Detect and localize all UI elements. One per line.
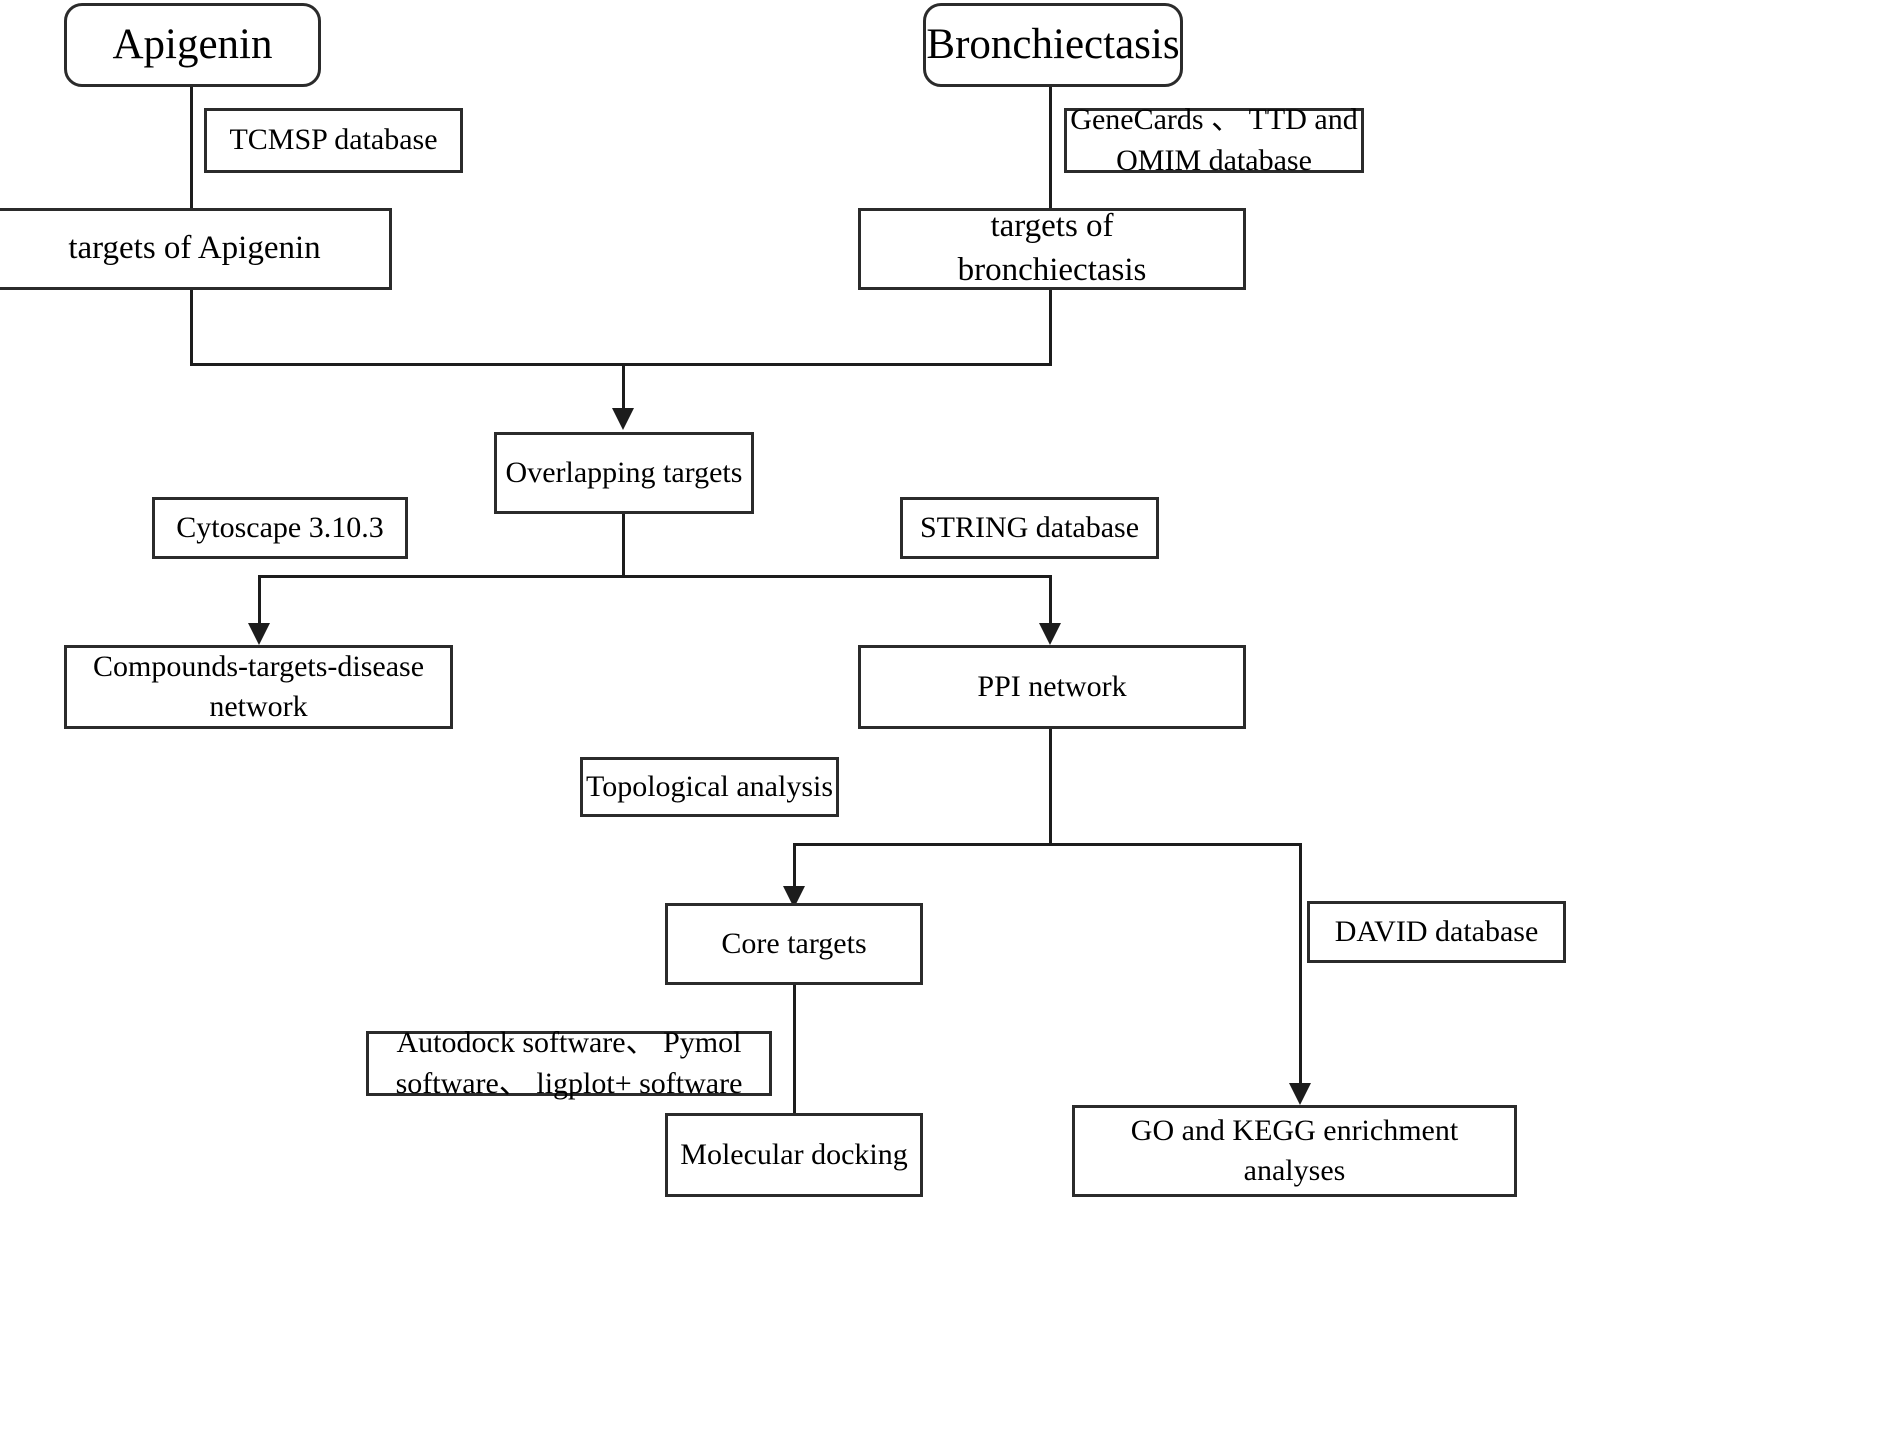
label-cytoscape-text: Cytoscape 3.10.3: [176, 510, 384, 544]
node-bronchiectasis[interactable]: Bronchiectasis: [923, 3, 1183, 87]
node-compounds-network-label: Compounds-targets-disease network: [92, 650, 425, 723]
edge-to-go-kegg: [1299, 843, 1302, 1091]
label-tcmsp-database-text: TCMSP database: [229, 123, 438, 157]
edge-to-core-targets: [793, 843, 796, 895]
label-tcmsp-database[interactable]: TCMSP database: [204, 108, 463, 173]
label-string-database[interactable]: STRING database: [900, 497, 1159, 559]
node-ppi-network[interactable]: PPI network: [858, 645, 1246, 729]
node-targets-of-apigenin-label: targets of Apigenin: [68, 230, 321, 267]
label-topological-analysis-text: Topological analysis: [585, 769, 834, 803]
node-apigenin[interactable]: Apigenin: [64, 3, 321, 87]
edge-merge-bridge: [190, 363, 1052, 366]
label-david-database-text: DAVID database: [1334, 914, 1539, 948]
label-genecards-line2: OMIM database: [1116, 143, 1312, 177]
node-ppi-network-label: PPI network: [977, 670, 1127, 704]
label-david-database[interactable]: DAVID database: [1307, 901, 1566, 963]
edge-targets-bronchiectasis-down: [1049, 288, 1052, 365]
node-molecular-docking[interactable]: Molecular docking: [665, 1113, 923, 1197]
edge-ppi-down: [1049, 728, 1052, 846]
label-topological-analysis[interactable]: Topological analysis: [580, 757, 839, 817]
label-genecards-line1: GeneCards 、 TTD and: [1070, 103, 1358, 136]
node-overlapping-targets-label: Overlapping targets: [505, 456, 743, 490]
arrow-to-ppi-network: [1039, 623, 1061, 645]
label-docking-tools-line1: Autodock software、 Pymol: [396, 1026, 742, 1059]
arrow-to-go-kegg: [1289, 1083, 1311, 1105]
node-molecular-docking-label: Molecular docking: [680, 1138, 908, 1172]
edge-core-to-docking: [793, 985, 796, 1115]
edge-merge-down: [622, 363, 625, 418]
node-go-kegg-enrichment[interactable]: GO and KEGG enrichment analyses: [1072, 1105, 1517, 1197]
arrow-to-core-targets: [783, 886, 805, 908]
label-cytoscape[interactable]: Cytoscape 3.10.3: [152, 497, 408, 559]
node-targets-of-bronchiectasis-line2: bronchiectasis: [957, 252, 1147, 288]
edge-targets-apigenin-down: [190, 288, 193, 365]
node-targets-of-apigenin[interactable]: targets of Apigenin: [0, 208, 392, 290]
node-targets-of-bronchiectasis[interactable]: targets of bronchiectasis: [858, 208, 1246, 290]
node-targets-of-bronchiectasis-line1: targets of: [990, 208, 1114, 245]
node-bronchiectasis-label: Bronchiectasis: [926, 20, 1180, 68]
edge-apigenin-to-targets: [190, 85, 193, 210]
edge-bronchiectasis-to-targets: [1049, 85, 1052, 210]
node-apigenin-label: Apigenin: [112, 20, 273, 68]
edge-overlapping-down: [622, 513, 625, 578]
arrow-to-compounds-network: [248, 623, 270, 645]
edge-ppi-split-bar: [793, 843, 1301, 846]
label-docking-tools[interactable]: Autodock software、 Pymol software、 ligpl…: [366, 1026, 772, 1100]
node-compounds-targets-disease-network[interactable]: Compounds-targets-disease network: [64, 645, 453, 729]
label-docking-tools-line2: software、 ligplot+ software: [395, 1066, 743, 1100]
edge-overlapping-split-bar: [258, 575, 1052, 578]
edge-to-compounds-network: [258, 575, 261, 630]
node-core-targets[interactable]: Core targets: [665, 903, 923, 985]
node-overlapping-targets[interactable]: Overlapping targets: [494, 432, 754, 514]
label-genecards-ttd-omim[interactable]: GeneCards 、 TTD and OMIM database: [1064, 103, 1364, 177]
node-core-targets-label: Core targets: [721, 927, 867, 961]
edge-to-ppi-network: [1049, 575, 1052, 630]
arrow-to-overlapping-targets: [612, 408, 634, 430]
label-string-database-text: STRING database: [919, 510, 1140, 544]
node-go-kegg-label: GO and KEGG enrichment analyses: [1130, 1114, 1459, 1187]
